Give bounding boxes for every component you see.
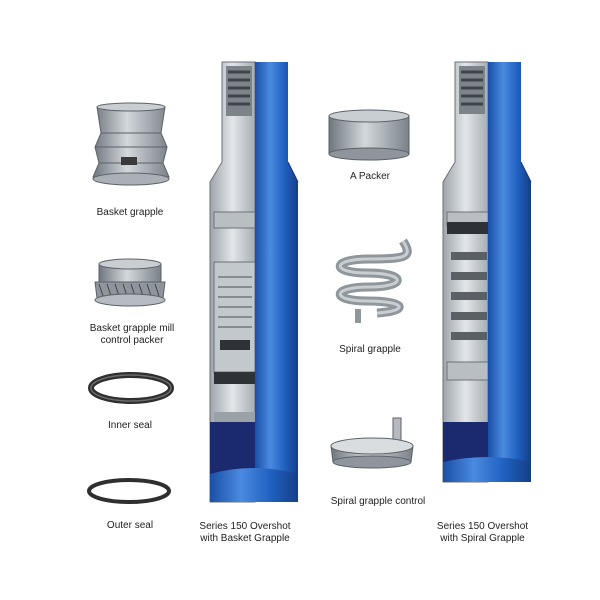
overshot-spiral-label: Series 150 Overshot with Spiral Grapple	[436, 521, 529, 544]
outer-seal-illustration	[87, 478, 171, 504]
spiral-grapple-control-illustration	[330, 417, 414, 469]
inner-seal-label: Inner seal	[108, 420, 152, 431]
a-packer-label: A Packer	[349, 171, 391, 182]
overshot-basket-label: Series 150 Overshot with Basket Grapple	[199, 521, 291, 544]
overshot-basket-illustration	[209, 61, 299, 503]
basket-grapple-illustration	[92, 102, 170, 186]
inner-seal-illustration	[88, 372, 174, 404]
overshot-spiral-illustration	[442, 61, 532, 483]
outer-seal-label: Outer seal	[106, 520, 154, 531]
a-packer-illustration	[328, 109, 410, 161]
spiral-grapple-illustration	[335, 238, 412, 323]
spiral-grapple-label: Spiral grapple	[339, 344, 401, 355]
mill-control-packer-label: Basket grapple mill control packer	[89, 323, 175, 346]
basket-grapple-label: Basket grapple	[96, 207, 164, 218]
spiral-grapple-control-label: Spiral grapple control	[330, 496, 426, 507]
mill-control-packer-illustration	[94, 258, 166, 307]
